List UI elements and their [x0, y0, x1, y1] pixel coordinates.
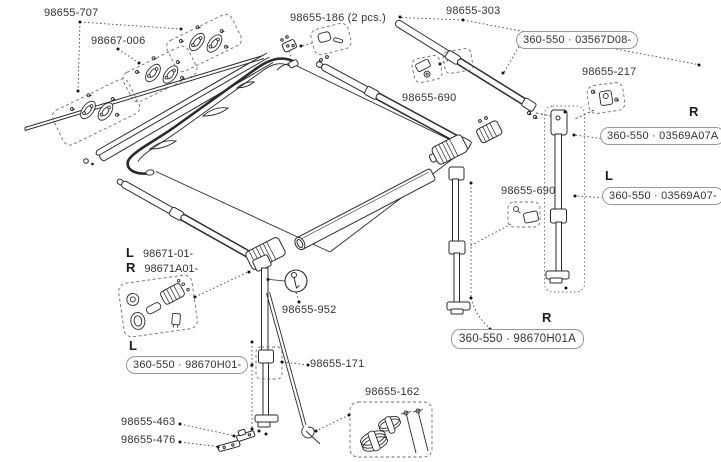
awning-structure — [24, 19, 570, 452]
part-label-98655-162: 98655-162 — [365, 386, 420, 398]
part-label-98655-690-a: 98655-690 — [402, 92, 457, 104]
left-rafter-tube — [116, 178, 264, 265]
tension-rafter-rod — [266, 291, 321, 445]
part-label-98655-217: 98655-217 — [582, 66, 637, 78]
boxed-small-parts — [67, 15, 620, 454]
ref-box-03569A07A: 360-550 · 03569A07A — [600, 127, 721, 145]
magnifier-detail-circle — [269, 269, 308, 293]
strap-and-peg-kit — [360, 408, 429, 454]
rafter-end-screws — [319, 55, 538, 120]
box-98655-690-b — [507, 201, 541, 228]
side-letter-r-03569A07A: R — [689, 104, 699, 119]
right-rafter-tube — [315, 61, 472, 150]
awning-rail — [24, 55, 265, 131]
ref-box-98670H01: 360-550 · 98670H01- — [126, 356, 249, 374]
part-label-98655-463: 98655-463 — [121, 416, 176, 428]
foot-bracket-parts — [217, 428, 256, 452]
ref-box-03569A07: 360-550 · 03569A07- — [602, 187, 721, 205]
part-label-98655-690-b: 98655-690 — [501, 185, 556, 197]
side-letter-r-98670H01A: R — [542, 310, 552, 325]
side-letter-l: L — [126, 245, 134, 260]
eyelet-screw — [83, 158, 89, 164]
right-gear-motor — [428, 134, 468, 165]
front-left-leg — [252, 254, 279, 428]
ref-box-98670H01A: 360-550 · 98670H01A — [451, 329, 584, 349]
side-letter-r: R — [126, 260, 136, 275]
box-rear-leg-outline — [544, 105, 585, 293]
ref-box-03567D08: 360-550 · 03567D08- — [516, 31, 639, 49]
case-lead-bar — [95, 52, 274, 162]
part-label-98667-006: 98667-006 — [91, 35, 146, 47]
roller-tube — [294, 168, 436, 251]
part-label-98655-707: 98655-707 — [44, 7, 99, 19]
knob-screws — [478, 116, 488, 123]
part-label-98655-186: 98655-186 (2 pcs.) — [290, 12, 386, 24]
front-right-leg — [446, 166, 471, 315]
part-label-98655-171: 98655-171 — [310, 358, 365, 370]
side-letter-l-98670H01: L — [129, 338, 137, 353]
box-98671-parts — [118, 274, 198, 338]
box-98655-690-a — [411, 55, 443, 83]
box-98655-186 — [310, 22, 352, 56]
top-rafter-tube — [394, 19, 537, 112]
part-label-98655-476: 98655-476 — [121, 434, 176, 446]
rear-right-leg — [545, 109, 570, 284]
awning-fabric — [148, 63, 468, 253]
fabric-hem-profile — [126, 57, 299, 176]
knob-end-cap — [476, 120, 503, 144]
hem-cap-part — [280, 35, 297, 53]
box-98655-162 — [349, 401, 433, 458]
part-label-98655-303: 98655-303 — [446, 5, 501, 17]
rail-bracket-box-3 — [51, 78, 141, 146]
side-letter-l-03569A07: L — [605, 168, 613, 183]
leader-lines — [77, 17, 699, 447]
part-label-98655-952: 98655-952 — [282, 304, 337, 316]
